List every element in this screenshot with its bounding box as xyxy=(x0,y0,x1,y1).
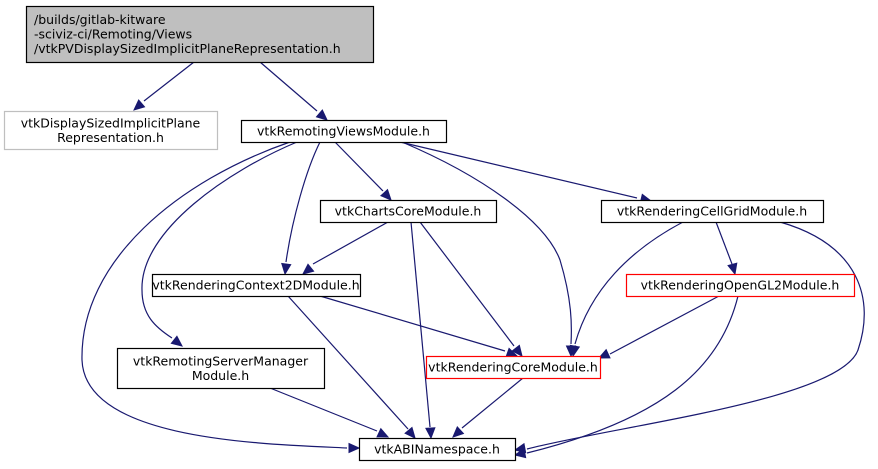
edge-remotingViews-to-abi xyxy=(81,141,361,454)
node-label: -sciviz-ci/Remoting/Views xyxy=(34,27,192,42)
edge-line xyxy=(715,221,733,265)
edge-line xyxy=(319,295,506,352)
edge-line xyxy=(334,141,384,192)
edge-root-to-displaySized xyxy=(133,61,195,111)
edge-remotingViews-to-context2D xyxy=(281,141,321,276)
arrowhead-icon xyxy=(380,188,392,201)
edge-cellGrid-to-renderingCore xyxy=(569,221,684,358)
arrowhead-icon xyxy=(133,99,146,111)
node-box xyxy=(425,355,602,380)
edge-chartsCore-to-context2D xyxy=(302,221,389,275)
node-cellGrid[interactable]: vtkRenderingCellGridModule.h xyxy=(600,199,825,224)
node-box xyxy=(319,199,498,224)
node-label: vtkRenderingCoreModule.h xyxy=(428,360,598,375)
arrowhead-icon xyxy=(170,335,183,347)
node-remotingViews[interactable]: vtkRemotingViewsModule.h xyxy=(240,119,448,144)
node-box xyxy=(3,110,219,151)
arrowhead-icon xyxy=(452,426,465,438)
edge-line xyxy=(81,141,348,449)
edge-openGL2-to-renderingCore xyxy=(597,295,720,359)
edge-root-to-remotingViews xyxy=(259,61,328,121)
edge-chartsCore-to-renderingCore xyxy=(419,221,523,357)
edge-line xyxy=(526,295,739,454)
arrowhead-icon xyxy=(315,109,328,121)
edge-line xyxy=(259,61,318,112)
node-abi[interactable]: vtkABINamespace.h xyxy=(358,437,517,462)
arrowhead-icon xyxy=(597,348,611,359)
edge-remotingViews-to-cellGrid xyxy=(399,141,653,204)
arrowhead-icon xyxy=(302,263,315,275)
node-displaySized: vtkDisplaySizedImplicitPlaneRepresentati… xyxy=(3,110,219,151)
node-openGL2[interactable]: vtkRenderingOpenGL2Module.h xyxy=(625,273,856,298)
node-renderingCore[interactable]: vtkRenderingCoreModule.h xyxy=(425,355,602,380)
edge-line xyxy=(312,221,389,265)
edge-line xyxy=(287,295,409,430)
node-label: Module.h xyxy=(192,368,249,383)
edge-line xyxy=(285,141,321,263)
node-box xyxy=(151,273,362,298)
edge-renderingCore-to-abi xyxy=(452,377,524,438)
edge-line xyxy=(401,141,572,345)
node-box xyxy=(600,199,825,224)
edge-line xyxy=(419,221,515,347)
node-box xyxy=(25,5,375,64)
edge-line xyxy=(410,221,431,428)
edge-line xyxy=(399,141,638,199)
node-box xyxy=(240,119,448,144)
node-label: /builds/gitlab-kitware xyxy=(34,12,166,27)
arrowhead-icon xyxy=(281,262,292,276)
edge-remotingViews-to-renderingCore xyxy=(401,141,577,358)
node-label: vtkRenderingContext2DModule.h xyxy=(152,278,359,293)
edge-line xyxy=(141,141,298,339)
node-label: vtkDisplaySizedImplicitPlane xyxy=(21,115,201,130)
arrowhead-icon xyxy=(511,344,523,357)
node-chartsCore[interactable]: vtkChartsCoreModule.h xyxy=(319,199,498,224)
edge-remotingViews-to-chartsCore xyxy=(334,141,392,201)
edge-openGL2-to-abi xyxy=(513,295,739,459)
edge-line xyxy=(461,377,524,429)
edge-line xyxy=(574,221,684,345)
edge-cellGrid-to-abi xyxy=(513,221,865,454)
arrowhead-icon xyxy=(727,262,738,276)
edge-context2D-to-abi xyxy=(287,295,416,439)
arrowhead-icon xyxy=(376,427,390,438)
node-label: vtkRemotingServerManager xyxy=(133,353,309,368)
arrowhead-icon xyxy=(425,427,436,440)
node-label: vtkABINamespace.h xyxy=(374,442,500,457)
arrowhead-icon xyxy=(513,447,527,459)
node-label: vtkRemotingViewsModule.h xyxy=(257,124,430,139)
node-context2D[interactable]: vtkRenderingContext2DModule.h xyxy=(151,273,362,298)
edge-remotingViews-to-serverManager xyxy=(141,141,298,347)
node-label: vtkRenderingCellGridModule.h xyxy=(617,204,807,219)
node-label: vtkChartsCoreModule.h xyxy=(335,204,482,219)
node-box xyxy=(625,273,856,298)
edge-line xyxy=(526,221,865,450)
edge-context2D-to-renderingCore xyxy=(319,295,519,358)
edge-chartsCore-to-abi xyxy=(410,221,436,440)
node-box xyxy=(116,347,326,390)
edge-cellGrid-to-openGL2 xyxy=(715,221,738,276)
arrowhead-icon xyxy=(348,442,361,454)
edge-line xyxy=(609,295,720,355)
edge-serverManager-to-abi xyxy=(269,387,390,438)
edge-line xyxy=(143,61,195,102)
node-label: /vtkPVDisplaySizedImplicitPlaneRepresent… xyxy=(34,41,341,56)
node-box xyxy=(358,437,517,462)
edge-line xyxy=(269,387,378,432)
arrowhead-icon xyxy=(569,344,581,358)
node-label: vtkRenderingOpenGL2Module.h xyxy=(641,278,840,293)
arrowhead-icon xyxy=(404,426,416,439)
node-root: /builds/gitlab-kitware-sciviz-ci/Remotin… xyxy=(25,5,375,64)
node-label: Representation.h xyxy=(57,130,164,145)
